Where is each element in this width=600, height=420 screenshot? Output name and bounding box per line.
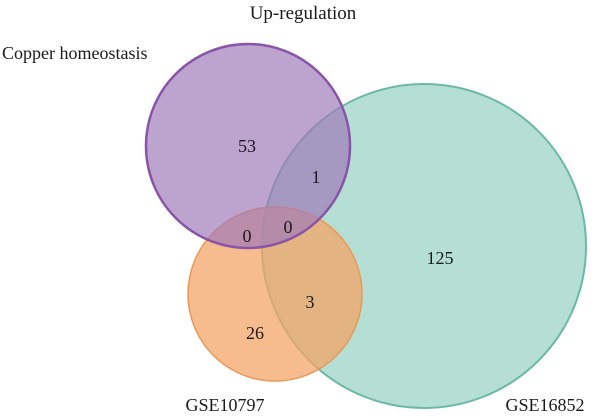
- set-label-gse10797: GSE10797: [185, 395, 264, 415]
- count-all-three: 0: [284, 217, 293, 237]
- copper-homeostasis-circle: [144, 42, 352, 250]
- count-copper-only: 53: [238, 136, 256, 156]
- diagram-title: Up-regulation: [250, 3, 357, 24]
- count-gse16852-gse10797: 3: [306, 292, 315, 312]
- count-gse16852-only: 125: [427, 248, 454, 268]
- count-copper-gse16852: 1: [312, 167, 321, 187]
- count-copper-gse10797: 0: [243, 226, 252, 246]
- set-label-copper-homeostasis: Copper homeostasis: [2, 43, 148, 63]
- count-gse10797-only: 26: [246, 323, 264, 343]
- set-label-gse16852: GSE16852: [505, 395, 584, 415]
